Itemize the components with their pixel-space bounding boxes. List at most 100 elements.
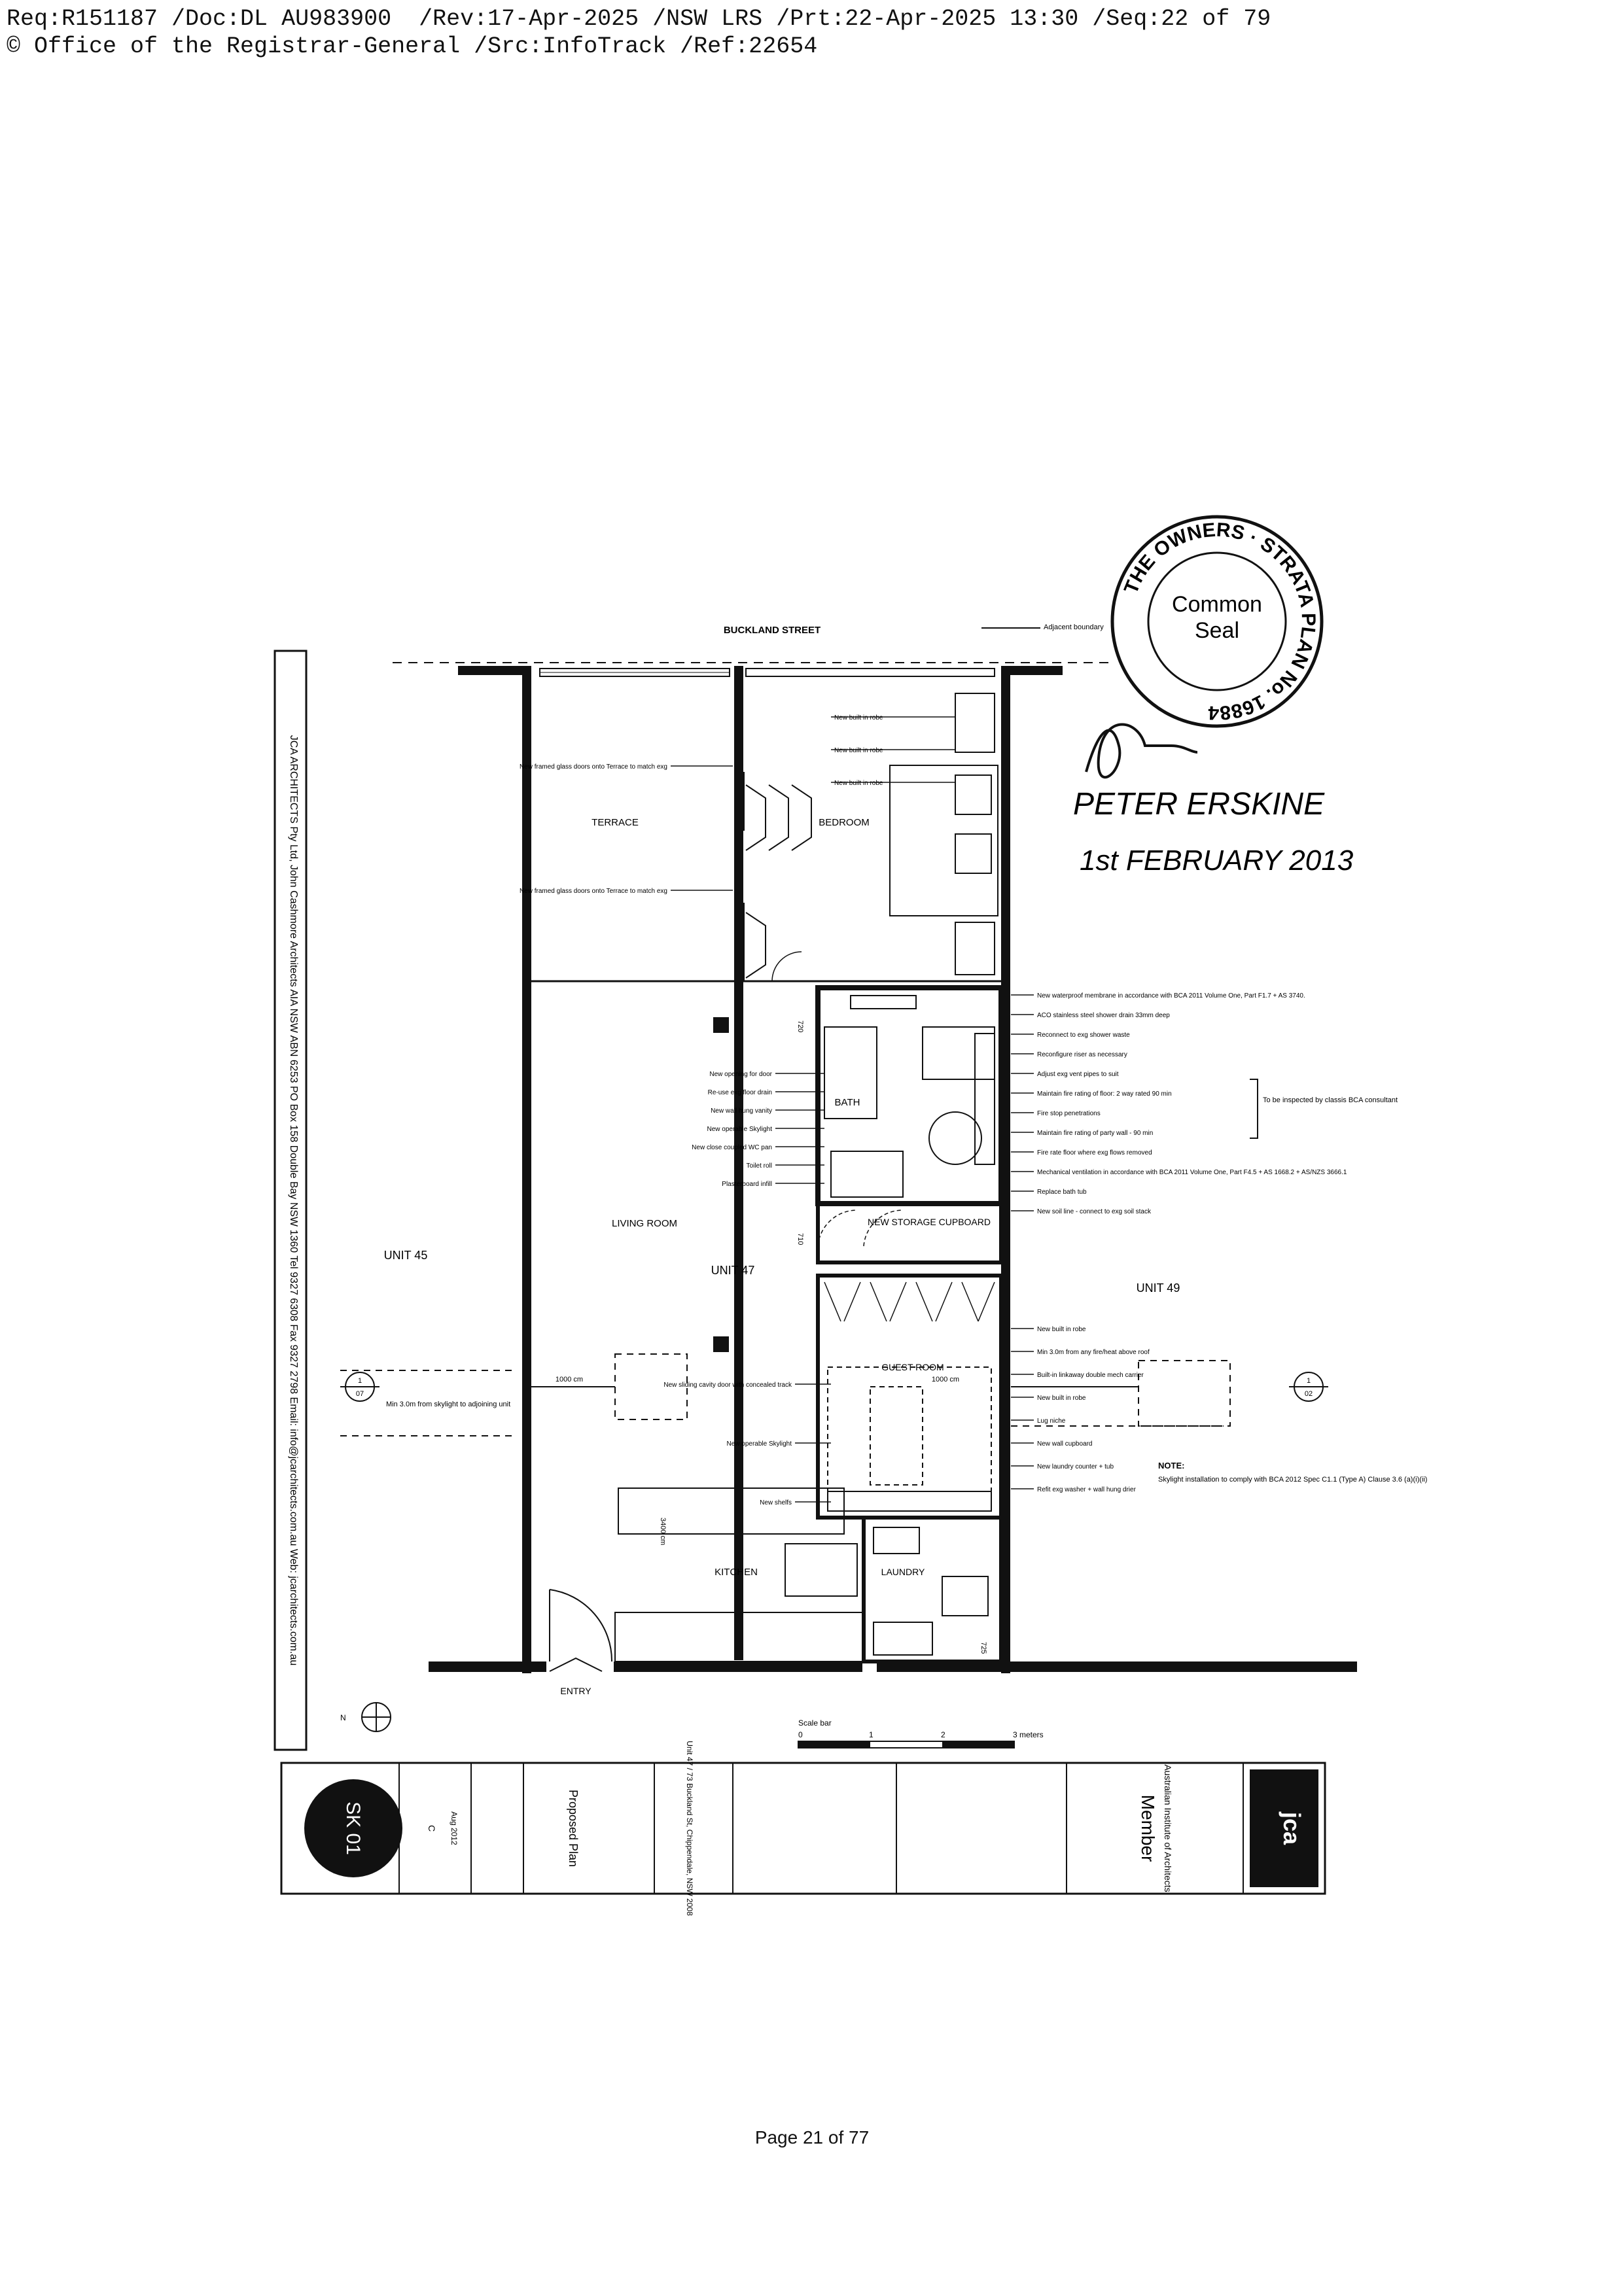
note-right-a-1: New built in robe <box>834 747 883 754</box>
north-arrow-icon: N <box>340 1702 391 1732</box>
room-living: LIVING ROOM <box>612 1218 677 1229</box>
signature-date: 1st FEBRUARY 2013 <box>1080 844 1354 877</box>
title-rev: C <box>427 1825 437 1832</box>
dim-3400: 3400 cm <box>659 1518 667 1545</box>
note-left-a-1: New framed glass doors onto Terrace to m… <box>520 888 667 895</box>
jca-logo-text: jca <box>1279 1811 1305 1845</box>
skylights <box>340 1017 1231 1436</box>
note-right-b-8: Fire rate floor where exg flows removed <box>1037 1149 1152 1157</box>
note-right-c-7: Refit exg washer + wall hung drier <box>1037 1486 1137 1493</box>
note-left-a-0: New framed glass doors onto Terrace to m… <box>520 763 667 771</box>
common-seal: THE OWNERS · STRATA PLAN No. 16884 Commo… <box>1110 515 1324 728</box>
room-storage: NEW STORAGE CUPBOARD <box>868 1217 991 1227</box>
left-skylight-note: Min 3.0m from skylight to adjoining unit <box>386 1400 510 1408</box>
north-label: N <box>340 1713 346 1722</box>
section-right-sheet: 02 <box>1305 1390 1313 1398</box>
document-header: Req:R151187 /Doc:DL AU983900 /Rev:17-Apr… <box>7 5 1271 60</box>
note-left-b-3: New operable Skylight <box>707 1126 773 1133</box>
header-line-1: Req:R151187 /Doc:DL AU983900 /Rev:17-Apr… <box>7 6 1271 32</box>
room-unit45: UNIT 45 <box>384 1249 428 1262</box>
bathroom-block <box>815 985 1004 1206</box>
dim-725: 725 <box>980 1642 987 1654</box>
section-marker-left: 1 07 <box>340 1372 380 1402</box>
dim-1000-right: 1000 cm <box>932 1376 959 1383</box>
scale-tick-3: 3 meters <box>1013 1730 1044 1739</box>
firm-strip: JCA ARCHITECTS Pty Ltd, John Cashmore Ar… <box>274 650 308 1751</box>
kitchen-bench <box>614 1487 864 1662</box>
note-right-b-6: Fire stop penetrations <box>1037 1110 1101 1117</box>
room-terrace: TERRACE <box>591 817 639 828</box>
note-right-a-0: New built in robe <box>834 714 883 722</box>
sheet-badge <box>304 1779 402 1877</box>
title-block: SK 01 C Aug 2012 Proposed Plan Unit 47 /… <box>280 1741 1326 1916</box>
note-left-c-0: New sliding cavity door with concealed t… <box>663 1382 792 1389</box>
outer-walls <box>429 666 1357 1673</box>
note-left-b-5: Toilet roll <box>747 1162 772 1170</box>
dim-1000-left: 1000 cm <box>556 1376 583 1383</box>
room-bedroom: BEDROOM <box>819 817 870 828</box>
seal-center-line1: Common <box>1172 592 1262 617</box>
note-right-c-6: New laundry counter + tub <box>1037 1463 1114 1470</box>
note-right-b-5: Maintain fire rating of floor: 2 way rat… <box>1037 1090 1172 1098</box>
note-right-b-0: New waterproof membrane in accordance wi… <box>1037 992 1305 1000</box>
terrace-bedroom-divider <box>531 772 1001 983</box>
section-right-num: 1 <box>1307 1377 1311 1385</box>
note-right-b-10: Replace bath tub <box>1037 1189 1087 1196</box>
signature-name: PETER ERSKINE <box>1073 787 1325 822</box>
note-right-b-2: Reconnect to exg shower waste <box>1037 1032 1130 1039</box>
entry-door <box>549 1589 613 1672</box>
note-right-b-11: New soil line - connect to exg soil stac… <box>1037 1208 1152 1215</box>
note-left-b-2: New wall hung vanity <box>711 1107 772 1115</box>
note-body: Skylight installation to comply with BCA… <box>1158 1476 1427 1484</box>
scale-bar-label: Scale bar <box>798 1718 832 1728</box>
note-right-c-0: New built in robe <box>1037 1326 1086 1333</box>
room-laundry: LAUNDRY <box>881 1567 925 1577</box>
section-marker-right: 1 02 <box>1289 1372 1328 1402</box>
section-left-num: 1 <box>358 1377 362 1385</box>
room-unit49: UNIT 49 <box>1137 1281 1180 1295</box>
left-callout-notes: New framed glass doors onto Terrace to m… <box>520 763 831 1506</box>
laundry-block <box>862 1516 1003 1663</box>
note-left-c-1: New operable Skylight <box>727 1440 792 1448</box>
note-right-b-7: Maintain fire rating of party wall - 90 … <box>1037 1130 1153 1137</box>
note-right-c-2: Built-in linkaway double mech carrier <box>1037 1372 1144 1379</box>
section-left-sheet: 07 <box>356 1390 364 1398</box>
note-right-b-1: ACO stainless steel shower drain 33mm de… <box>1037 1012 1170 1019</box>
scale-tick-1: 1 <box>869 1730 874 1739</box>
scale-tick-2: 2 <box>941 1730 945 1739</box>
jca-logo <box>1250 1769 1318 1887</box>
note-right-c-3: New built in robe <box>1037 1395 1086 1402</box>
sheet-number: SK 01 <box>342 1801 364 1855</box>
to-be-inspected-note: To be inspected by classis BCA consultan… <box>1263 1096 1398 1104</box>
note-right-b-3: Reconfigure riser as necessary <box>1037 1051 1127 1058</box>
note-right-b-9: Mechanical ventilation in accordance wit… <box>1037 1169 1347 1176</box>
drawing-title: Proposed Plan <box>567 1790 580 1867</box>
room-bath: BATH <box>835 1097 860 1108</box>
note-right-a-2: New built in robe <box>834 780 883 787</box>
storage-cupboard <box>816 1202 1003 1264</box>
room-entry: ENTRY <box>560 1686 591 1696</box>
note-left-b-6: Plasterboard infill <box>722 1181 772 1188</box>
project-address: Unit 47 / 73 Buckland St, Chippendale, N… <box>685 1741 694 1916</box>
seal-center-line2: Seal <box>1195 618 1239 643</box>
note-left-b-1: Re-use exg floor drain <box>708 1089 772 1096</box>
page-number: Page 21 of 77 <box>754 2127 870 2148</box>
dim-710: 710 <box>796 1233 804 1245</box>
note-title: NOTE: <box>1158 1461 1184 1470</box>
signature: PETER ERSKINE 1st FEBRUARY 2013 <box>1073 723 1354 877</box>
note-left-c-2: New shelfs <box>760 1499 792 1506</box>
note-right-c-1: Min 3.0m from any fire/heat above roof <box>1037 1349 1150 1356</box>
scale-tick-0: 0 <box>798 1730 803 1739</box>
note-left-b-0: New opening for door <box>709 1071 772 1078</box>
note-left-b-4: New close coupled WC pan <box>692 1144 772 1151</box>
window-top <box>539 668 995 677</box>
note-right-c-4: Lug niche <box>1037 1418 1066 1425</box>
adjacent-boundary-label: Adjacent boundary <box>1044 623 1104 631</box>
scale-bar: Scale bar 0 1 2 3 meters <box>798 1718 1044 1748</box>
guest-room-block <box>816 1274 1003 1520</box>
header-line-2: © Office of the Registrar-General /Src:I… <box>7 33 818 60</box>
title-date: Aug 2012 <box>450 1811 459 1845</box>
note-right-c-5: New wall cupboard <box>1037 1440 1093 1448</box>
